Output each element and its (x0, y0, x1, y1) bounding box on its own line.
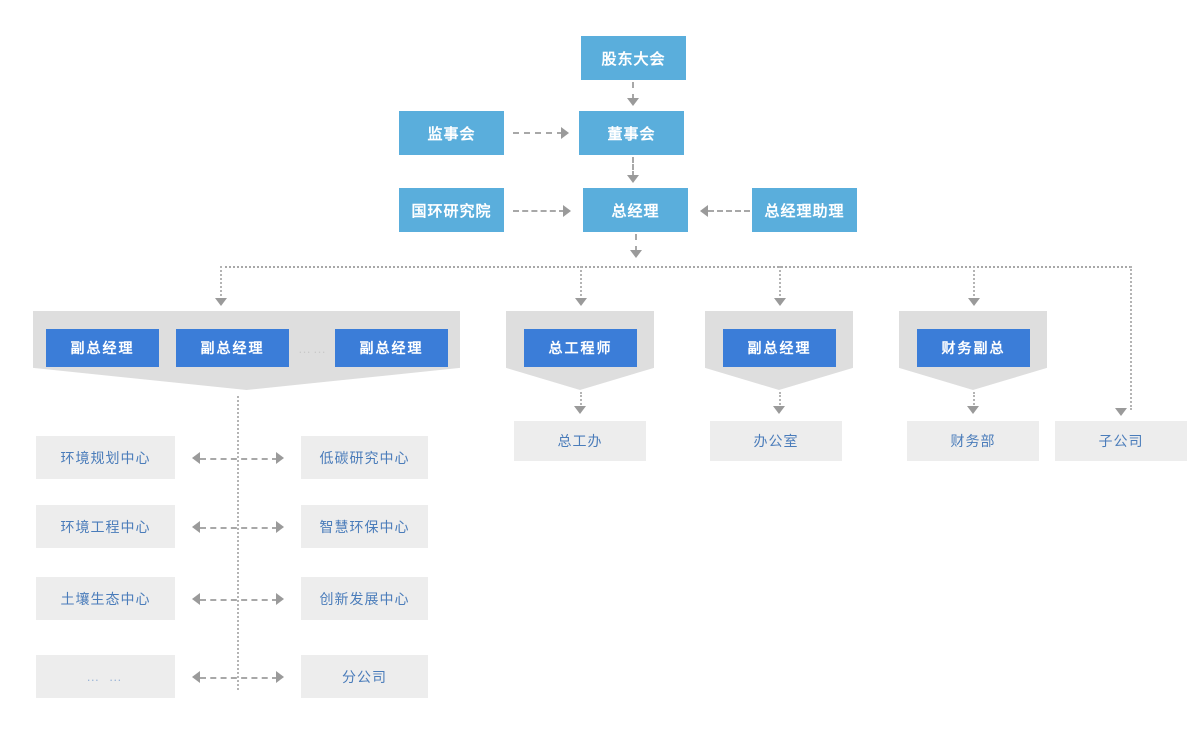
edge-assistant-to-gm (708, 210, 750, 212)
edge-spine-row-4-right-arrow-icon (276, 671, 284, 683)
node-finance-vp[interactable]: 财务副总 (917, 329, 1030, 367)
node-more-centers[interactable]: … … (36, 655, 175, 698)
node-finance-department[interactable]: 财务部 (907, 421, 1039, 461)
edge-gm-to-bus (635, 234, 637, 252)
node-soil-ecology-center[interactable]: 土壤生态中心 (36, 577, 175, 620)
edge-bus-to-deputy-gm-4-banner-arrow-icon (774, 298, 786, 306)
edge-spine-row-3-left-arrow-icon (192, 593, 200, 605)
edge-bus-to-subsidiary-arrow-icon (1115, 408, 1127, 416)
node-env-engineering-center[interactable]: 环境工程中心 (36, 505, 175, 548)
edge-bus-to-deputy-gm-banner (220, 266, 222, 300)
node-chief-engineer-office[interactable]: 总工办 (514, 421, 646, 461)
node-gm-assistant[interactable]: 总经理助理 (752, 188, 857, 232)
node-smart-env-center[interactable]: 智慧环保中心 (301, 505, 428, 548)
edge-spine-row-4 (200, 677, 278, 679)
node-branch-company[interactable]: 分公司 (301, 655, 428, 698)
edge-spine-row-2-left-arrow-icon (192, 521, 200, 533)
edge-deputy-gm-4-to-admin-office (779, 392, 781, 408)
node-supervisory-board[interactable]: 监事会 (399, 111, 504, 155)
edge-spine-row-3-right-arrow-icon (276, 593, 284, 605)
node-admin-office[interactable]: 办公室 (710, 421, 842, 461)
distribution-bus-line (220, 266, 1131, 268)
node-shareholders-meeting[interactable]: 股东大会 (581, 36, 686, 80)
edge-spine-row-1-right-arrow-icon (276, 452, 284, 464)
center-spine-line (237, 396, 239, 690)
node-deputy-gm-2[interactable]: 副总经理 (176, 329, 289, 367)
edge-spine-row-2 (200, 527, 278, 529)
edge-spine-row-1-left-arrow-icon (192, 452, 200, 464)
node-deputy-gm-3[interactable]: 副总经理 (335, 329, 448, 367)
edge-spine-row-4-left-arrow-icon (192, 671, 200, 683)
edge-chief-engineer-to-office-arrow-icon (574, 406, 586, 414)
node-deputy-gm-4[interactable]: 副总经理 (723, 329, 836, 367)
edge-supervisory-to-board-arrow-icon (561, 127, 569, 139)
node-innovation-center[interactable]: 创新发展中心 (301, 577, 428, 620)
deputy-gm-ellipsis: …… (298, 340, 328, 356)
edge-institute-to-gm-arrow-icon (563, 205, 571, 217)
node-low-carbon-center[interactable]: 低碳研究中心 (301, 436, 428, 479)
edge-finance-vp-to-finance-dept (973, 392, 975, 408)
edge-bus-to-finance-vp-banner (973, 266, 975, 300)
node-board-of-directors[interactable]: 董事会 (579, 111, 684, 155)
edge-chief-engineer-to-office (580, 392, 582, 408)
node-general-manager[interactable]: 总经理 (583, 188, 688, 232)
edge-bus-to-finance-vp-banner-arrow-icon (968, 298, 980, 306)
edge-board-to-gm-arrow-icon (627, 175, 639, 183)
edge-spine-row-1 (200, 458, 278, 460)
edge-bus-to-deputy-gm-4-banner (779, 266, 781, 300)
edge-gm-to-bus-arrow-icon (630, 250, 642, 258)
edge-spine-row-3 (200, 599, 278, 601)
edge-institute-to-gm (513, 210, 565, 212)
edge-deputy-gm-4-to-admin-office-arrow-icon (773, 406, 785, 414)
node-deputy-gm-1[interactable]: 副总经理 (46, 329, 159, 367)
edge-supervisory-to-board (513, 132, 563, 134)
node-subsidiary[interactable]: 子公司 (1055, 421, 1187, 461)
edge-shareholders-to-board (632, 82, 634, 100)
node-env-planning-center[interactable]: 环境规划中心 (36, 436, 175, 479)
edge-assistant-to-gm-arrow-icon (700, 205, 708, 217)
edge-bus-to-chief-engineer-banner (580, 266, 582, 300)
edge-bus-to-subsidiary (1130, 266, 1132, 410)
edge-bus-to-chief-engineer-banner-arrow-icon (575, 298, 587, 306)
edge-shareholders-to-board-arrow-icon (627, 98, 639, 106)
node-research-institute[interactable]: 国环研究院 (399, 188, 504, 232)
edge-board-to-gm (632, 157, 634, 177)
node-chief-engineer[interactable]: 总工程师 (524, 329, 637, 367)
edge-bus-to-deputy-gm-banner-arrow-icon (215, 298, 227, 306)
edge-spine-row-2-right-arrow-icon (276, 521, 284, 533)
edge-finance-vp-to-finance-dept-arrow-icon (967, 406, 979, 414)
